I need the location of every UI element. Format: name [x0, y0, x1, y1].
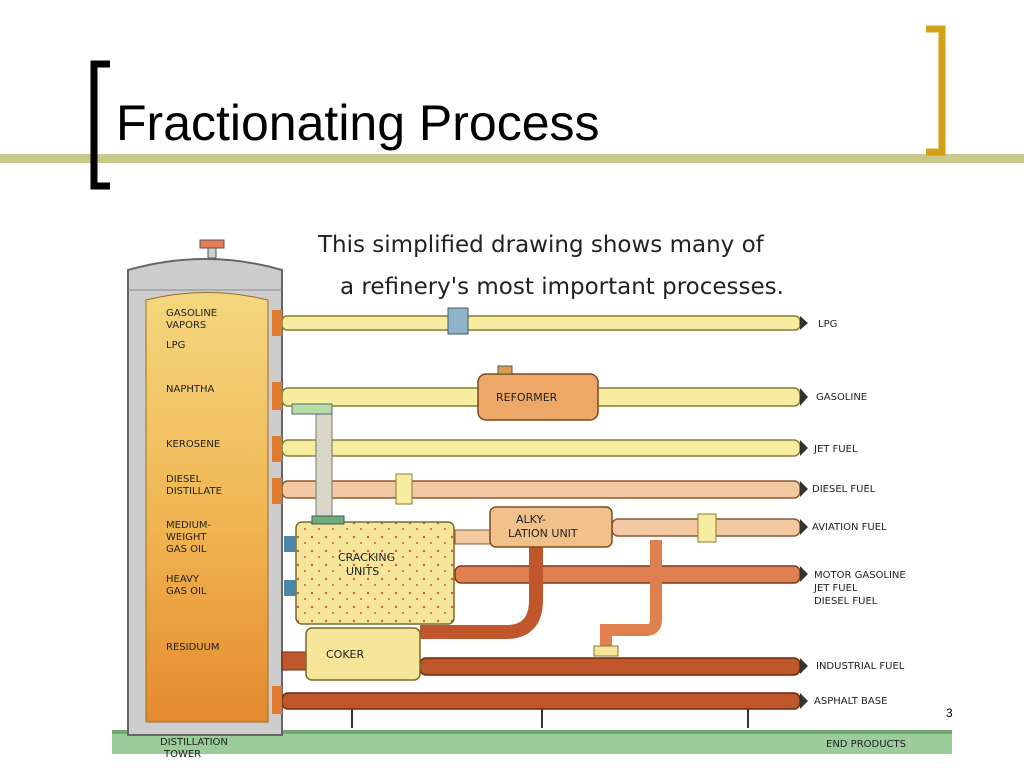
- label-product-motor: MOTOR GASOLINE: [814, 570, 906, 581]
- distillation-tower: [127, 239, 283, 736]
- label-diesel: DIESEL: [166, 474, 202, 485]
- pipe-industrial-fuel: [419, 657, 801, 676]
- label-product-motor-3: DIESEL FUEL: [814, 596, 878, 607]
- slide-title: Fractionating Process: [116, 95, 600, 151]
- caption-line-1: This simplified drawing shows many of: [317, 232, 765, 258]
- label-coker: COKER: [326, 648, 365, 661]
- label-product-asphalt-base: ASPHALT BASE: [814, 696, 887, 707]
- label-residuum: RESIDUUM: [166, 642, 220, 653]
- label-mwgo-3: GAS OIL: [166, 544, 207, 555]
- label-distillation-tower: DISTILLATION: [160, 737, 228, 748]
- pipe-jet-fuel: [281, 439, 801, 457]
- page-number: 3: [946, 706, 953, 720]
- pipe-lpg: [281, 315, 801, 331]
- label-product-motor-2: JET FUEL: [813, 583, 858, 594]
- label-cracking-2: UNITS: [346, 565, 379, 578]
- label-gasoline-vapors-2: VAPORS: [166, 320, 206, 331]
- label-hgo-2: GAS OIL: [166, 586, 207, 597]
- pipe-motor-gasoline: [454, 565, 801, 584]
- caption-line-2: a refinery's most important processes.: [340, 274, 784, 300]
- title-underline: [0, 154, 1024, 163]
- cracking-units: [284, 515, 455, 625]
- label-alky-2: LATION UNIT: [508, 527, 578, 540]
- label-mwgo: MEDIUM-: [166, 520, 212, 531]
- coker-unit: [305, 627, 421, 681]
- reformer-unit: [477, 365, 599, 421]
- label-alky: ALKY-: [516, 513, 546, 526]
- pipe-diesel-fuel: [281, 480, 801, 499]
- label-product-industrial-fuel: INDUSTRIAL FUEL: [816, 661, 905, 672]
- left-bracket: [90, 60, 110, 190]
- label-distillation-tower-2: TOWER: [163, 749, 201, 760]
- label-mwgo-2: WEIGHT: [166, 532, 207, 543]
- label-gasoline-vapors: GASOLINE: [166, 308, 217, 319]
- label-reformer: REFORMER: [496, 391, 558, 404]
- label-hgo: HEAVY: [166, 574, 200, 585]
- label-product-gasoline: GASOLINE: [816, 392, 867, 403]
- label-lpg-fraction: LPG: [166, 340, 185, 351]
- label-product-lpg: LPG: [818, 319, 837, 330]
- label-cracking: CRACKING: [338, 551, 395, 564]
- label-kerosene: KEROSENE: [166, 439, 220, 450]
- label-product-diesel-fuel: DIESEL FUEL: [812, 484, 876, 495]
- alkylation-unit: [489, 506, 613, 548]
- label-end-products: END PRODUCTS: [826, 739, 906, 750]
- right-bracket: [926, 25, 946, 156]
- label-diesel-2: DISTILLATE: [166, 486, 222, 497]
- label-product-jet-fuel: JET FUEL: [813, 444, 858, 455]
- label-naphtha: NAPHTHA: [166, 384, 214, 395]
- pipe-asphalt-base: [281, 692, 801, 710]
- label-product-aviation-fuel: AVIATION FUEL: [812, 522, 887, 533]
